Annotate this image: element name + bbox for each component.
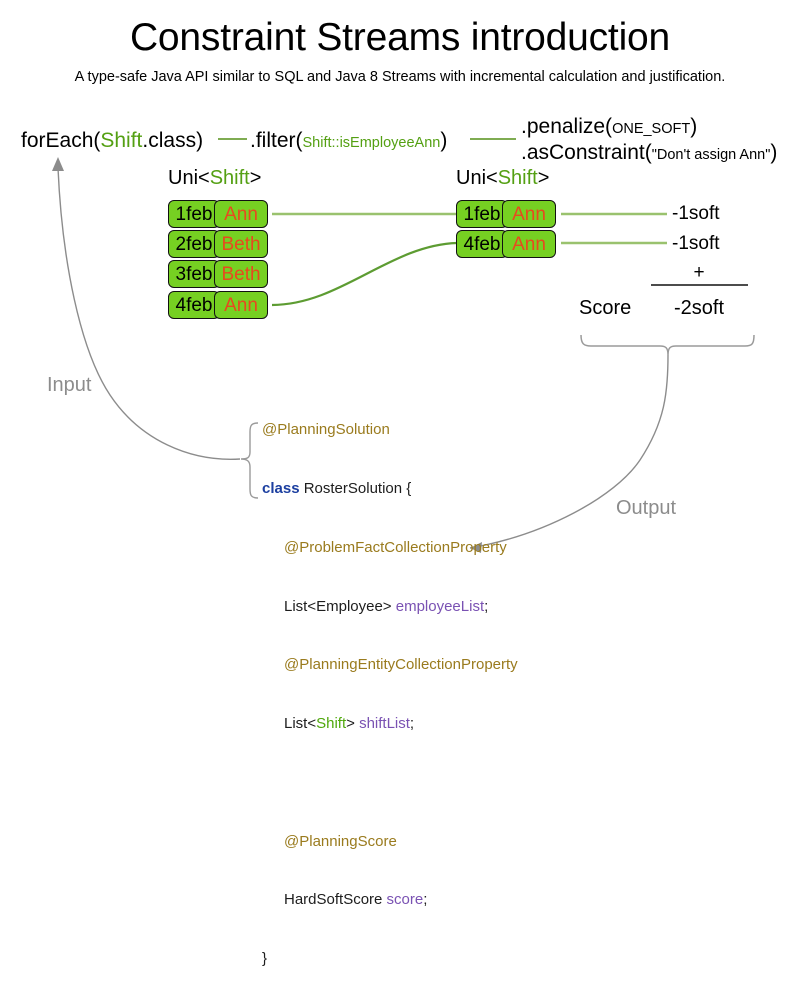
code-line: HardSoftScore score;	[262, 890, 518, 910]
code-line: class RosterSolution {	[262, 479, 518, 499]
uni-label-left: Uni<Shift>	[168, 166, 261, 190]
score-label: Score	[579, 297, 632, 319]
for-each-prefix: forEach(	[21, 129, 101, 152]
shift-list-type: Shift	[316, 715, 347, 733]
pipeline-as-constraint: .asConstraint("Don't assign Ann")	[521, 140, 777, 168]
employee-list-semicolon: ;	[484, 597, 489, 615]
shift-card-employee: Ann	[502, 200, 556, 228]
code-line: List<Employee> employeeList;	[262, 597, 518, 617]
pipeline-for-each: forEach(Shift.class)	[21, 128, 203, 153]
shift-card-employee: Ann	[502, 230, 556, 258]
uni-left-type: Shift	[209, 167, 250, 189]
code-line: @PlanningEntityCollectionProperty	[262, 655, 518, 675]
code-line: List<Shift> shiftList;	[262, 714, 518, 734]
shift-card-date: 3feb	[168, 260, 220, 288]
code-fields-brace	[240, 422, 259, 499]
page-subtitle: A type-safe Java API similar to SQL and …	[74, 69, 726, 85]
penalize-arg: ONE_SOFT	[612, 121, 691, 137]
shift-card[interactable]: 4feb Ann	[168, 291, 268, 319]
code-line: }	[262, 949, 518, 969]
code-blank-line	[262, 773, 518, 793]
annotation-planning-entity-collection: @PlanningEntityCollectionProperty	[284, 656, 518, 674]
uni-right-suffix: >	[537, 167, 550, 189]
pipeline-penalize: .penalize(ONE_SOFT)	[521, 114, 697, 142]
as-constraint-prefix: .asConstraint(	[521, 141, 652, 164]
java-code-block: @PlanningSolution class RosterSolution {…	[262, 381, 518, 1008]
annotation-planning-score: @PlanningScore	[284, 832, 397, 850]
shift-card-employee: Ann	[214, 200, 268, 228]
output-flow-label: Output	[616, 497, 677, 519]
input-flow-label: Input	[47, 374, 92, 396]
shift-card-date: 1feb	[456, 200, 508, 228]
uni-right-prefix: Uni<	[456, 167, 498, 189]
shift-card[interactable]: 1feb Ann	[168, 200, 268, 228]
shift-card[interactable]: 1feb Ann	[456, 200, 556, 228]
score-field-name: score	[386, 891, 424, 909]
input-arrowhead	[52, 157, 64, 171]
shift-card-employee: Beth	[214, 230, 268, 258]
annotation-planning-solution: @PlanningSolution	[262, 421, 390, 439]
class-closing-brace: }	[262, 950, 268, 968]
penalize-suffix: )	[690, 115, 698, 138]
as-constraint-suffix: )	[770, 141, 778, 164]
pipeline-filter: .filter(Shift::isEmployeeAnn)	[250, 128, 447, 156]
shift-list-type-open: List<	[284, 715, 317, 733]
shift-card-employee: Beth	[214, 260, 268, 288]
score-total: -2soft	[673, 297, 725, 319]
shift-card-date: 4feb	[168, 291, 220, 319]
penalize-prefix: .penalize(	[521, 115, 613, 138]
shift-card-date: 4feb	[456, 230, 508, 258]
penalty-label: -1soft	[672, 233, 720, 254]
page-title: Constraint Streams introduction	[129, 16, 671, 59]
shift-card[interactable]: 4feb Ann	[456, 230, 556, 258]
shift-card[interactable]: 3feb Beth	[168, 260, 268, 288]
filter-arg: Shift::isEmployeeAnn	[302, 135, 441, 151]
keyword-class: class	[262, 479, 300, 497]
class-declaration: RosterSolution {	[299, 479, 412, 497]
uni-label-right: Uni<Shift>	[456, 166, 549, 190]
for-each-type: Shift	[100, 129, 143, 152]
shift-card-date: 1feb	[168, 200, 220, 228]
code-line: @PlanningSolution	[262, 420, 518, 440]
code-line: @ProblemFactCollectionProperty	[262, 538, 518, 558]
employee-list-type: List<Employee>	[284, 597, 396, 615]
score-field-type: HardSoftScore	[284, 891, 387, 909]
for-each-suffix: .class)	[142, 129, 204, 152]
filter-prefix: .filter(	[250, 129, 303, 152]
shift-list-field: shiftList	[359, 715, 410, 733]
shift-list-semicolon: ;	[409, 715, 415, 733]
employee-list-field: employeeList	[395, 597, 485, 615]
score-field-semicolon: ;	[423, 891, 428, 909]
diagram-canvas: Constraint Streams introduction A type-s…	[21, 16, 777, 967]
score-operator: +	[693, 262, 705, 283]
annotation-problem-fact-collection: @ProblemFactCollectionProperty	[284, 538, 507, 556]
shift-list-type-close: >	[346, 715, 360, 733]
uni-left-prefix: Uni<	[168, 167, 210, 189]
as-constraint-arg: "Don't assign Ann"	[651, 147, 771, 163]
filter-suffix: )	[440, 129, 448, 152]
uni-left-suffix: >	[249, 167, 262, 189]
shift-card[interactable]: 2feb Beth	[168, 230, 268, 258]
code-line: @PlanningScore	[262, 832, 518, 852]
shift-card-date: 2feb	[168, 230, 220, 258]
score-brace	[580, 334, 755, 356]
uni-right-type: Shift	[497, 167, 538, 189]
penalty-label: -1soft	[672, 203, 720, 224]
shift-card-employee: Ann	[214, 291, 268, 319]
match-wire-4feb	[271, 241, 458, 307]
